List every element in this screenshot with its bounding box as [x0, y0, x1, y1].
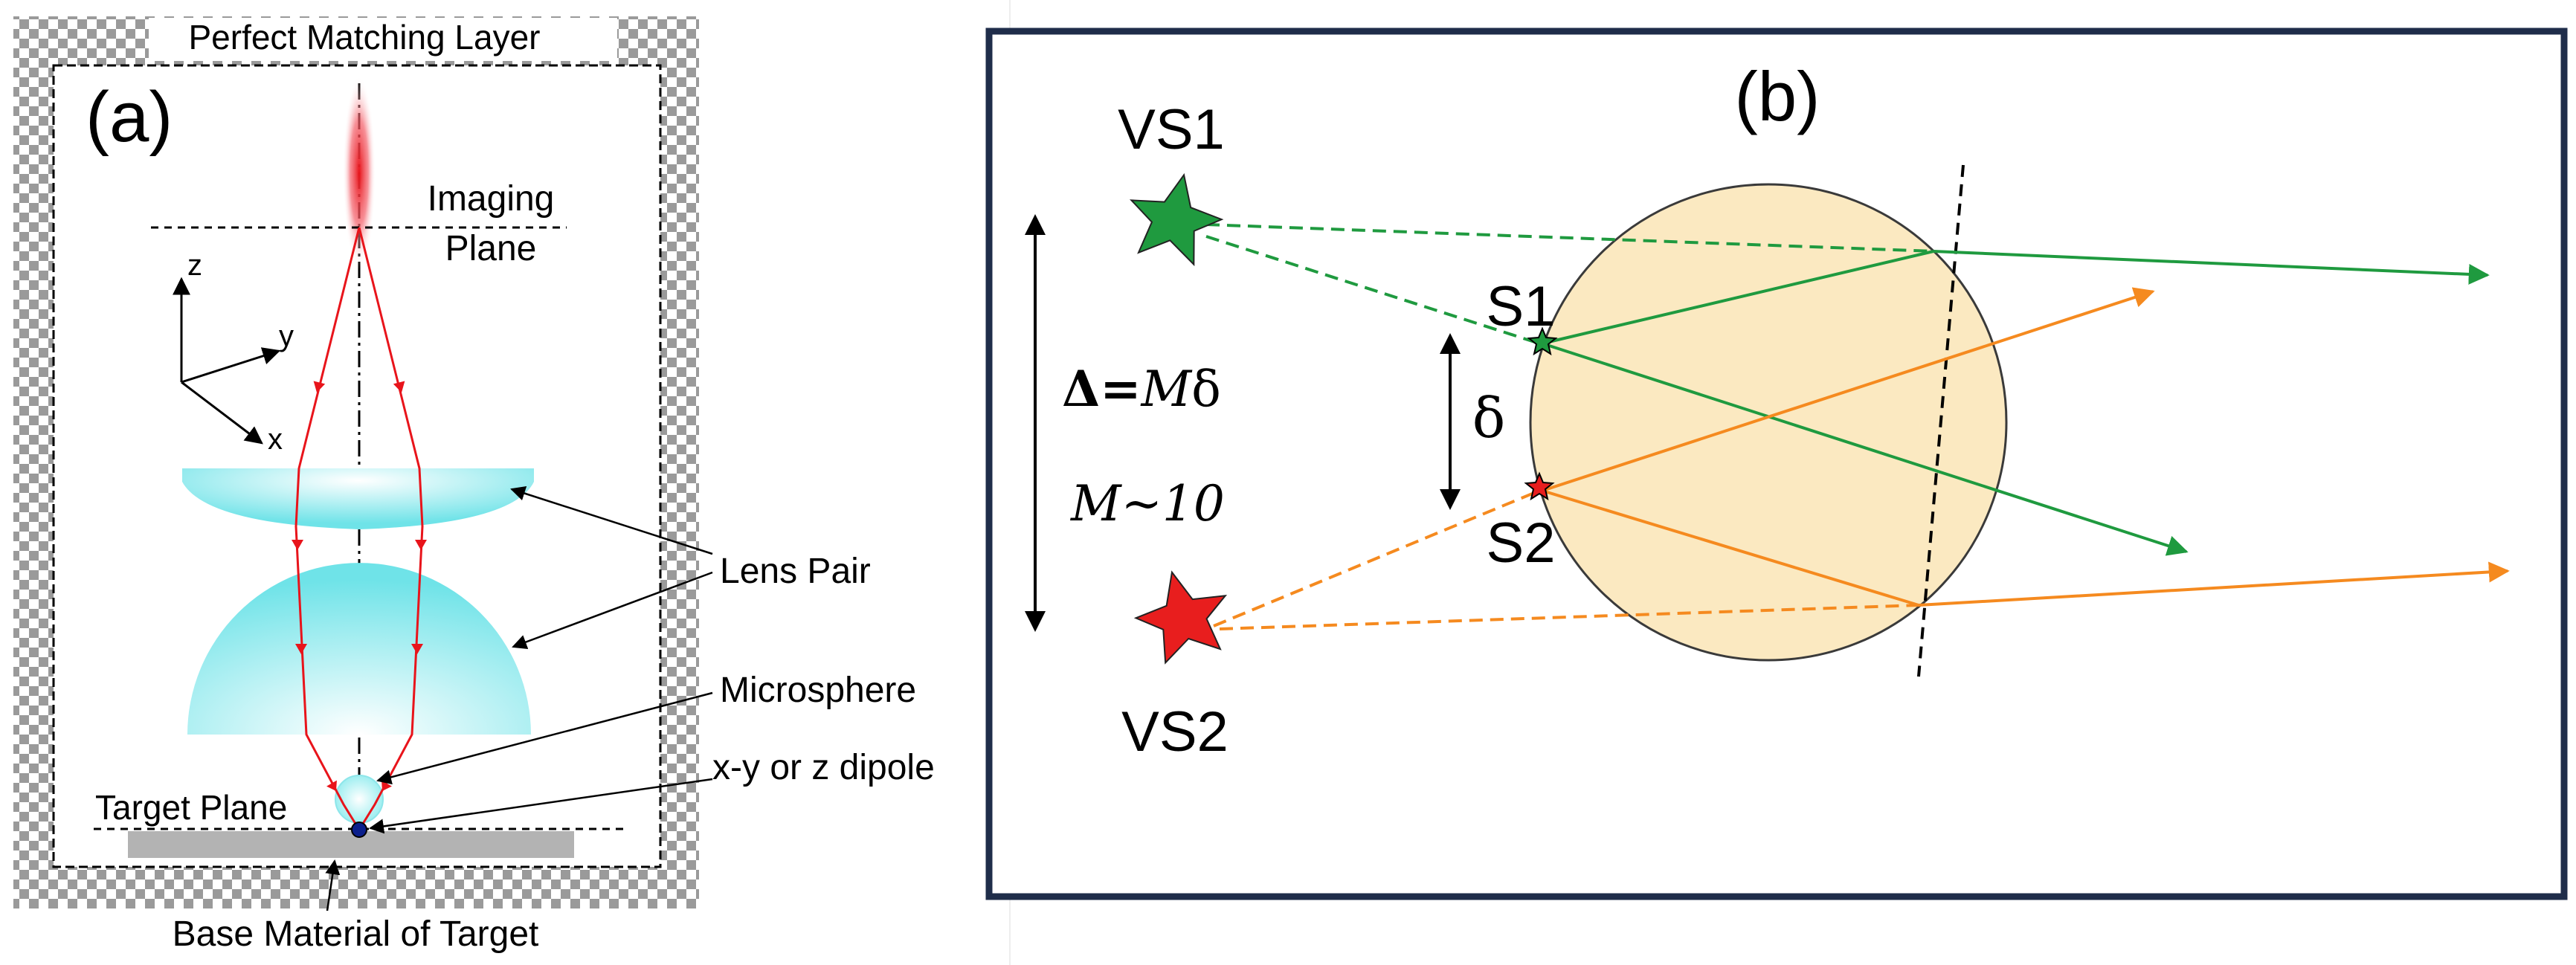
dipole-source: [351, 822, 367, 838]
callout-lens-lower: [512, 571, 713, 650]
imaging-plane-label-2: Plane: [445, 229, 537, 268]
s2-star: [1524, 471, 1555, 501]
ray-left: [294, 227, 361, 830]
vs1-star: [1130, 172, 1224, 267]
big-delta-suffix: δ: [1191, 361, 1221, 418]
ray-arrowheads: [292, 381, 427, 791]
dipole-label: x-y or z dipole: [712, 748, 935, 787]
microsphere-label: Microsphere: [720, 671, 916, 710]
callout-microsphere: [376, 691, 713, 785]
green-virtual-rays: [1205, 223, 1934, 345]
s2-label: S2: [1487, 511, 1556, 575]
base-material: [128, 831, 574, 858]
target-plane-label: Target Plane: [95, 788, 287, 827]
base-material-label: Base Material of Target: [173, 914, 539, 954]
big-delta-label: Δ=Mδ: [1062, 360, 1221, 418]
big-delta-m: M: [1141, 361, 1193, 418]
rays: [294, 227, 424, 830]
pml-title: Perfect Matching Layer: [188, 18, 540, 57]
vs1-label: VS1: [1118, 98, 1225, 161]
vs2-label: VS2: [1121, 700, 1229, 764]
orange-rays: [1542, 287, 2510, 607]
lower-lens: [187, 563, 531, 735]
coordinate-axes: [173, 277, 281, 445]
panel-a-label: (a): [86, 77, 173, 157]
upper-lens: [182, 468, 534, 529]
axis-y-label: y: [279, 320, 294, 352]
ray-right: [358, 227, 424, 830]
callout-lens-upper: [510, 486, 713, 555]
magnification-label: M~10: [1070, 475, 1225, 532]
orange-virtual-rays: [1213, 489, 1919, 630]
vs2-star: [1133, 570, 1228, 665]
sphere-axis: [1917, 164, 1965, 677]
pml-label-background: [149, 18, 617, 61]
focus-spot: [343, 76, 376, 269]
s1-star: [1527, 326, 1558, 356]
callout-dipole: [369, 778, 713, 834]
imaging-plane-label-1: Imaging: [428, 179, 555, 219]
axis-z-label: z: [187, 249, 202, 282]
callout-base: [325, 859, 341, 911]
green-rays: [1542, 250, 2490, 556]
small-delta-label: δ: [1472, 387, 1506, 451]
callouts: [325, 486, 713, 911]
microsphere-circle: [1529, 183, 2008, 662]
s1-label: S1: [1487, 275, 1556, 338]
panel-a: Perfect Matching Layer (a) Imaging Plane…: [13, 16, 935, 954]
microsphere-shape: [335, 775, 384, 824]
panel-b-label: (b): [1735, 57, 1820, 135]
big-delta-prefix: Δ=: [1062, 360, 1142, 418]
panel-b: (b): [985, 0, 2568, 965]
axis-x-label: x: [268, 423, 283, 456]
lens-pair-label: Lens Pair: [720, 552, 871, 591]
